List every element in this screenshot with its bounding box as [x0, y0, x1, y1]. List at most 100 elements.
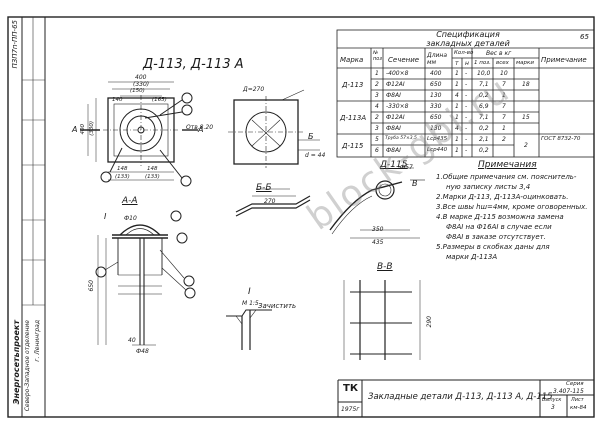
- label-zachistit: Зачистить: [258, 302, 297, 310]
- callout-circle: [180, 175, 192, 187]
- spec-v1: 2,1: [479, 136, 489, 143]
- spec-v1: 7,1: [479, 114, 489, 121]
- hdr-t: т: [455, 60, 459, 67]
- plan-view-d113-right: [228, 89, 320, 168]
- dim-290: 290: [426, 316, 433, 328]
- label-d44: d = 44: [305, 152, 326, 159]
- spec-dlina: 130: [430, 125, 442, 132]
- spec-v1: 7,1: [479, 81, 489, 88]
- section-aa: [97, 224, 187, 346]
- dim-650: 650: [88, 280, 95, 292]
- spec-dlina: 330: [430, 103, 442, 110]
- spec-t: 4: [455, 92, 459, 99]
- hdr-n: н: [465, 60, 469, 67]
- hdr-kol: Кол-во: [454, 50, 474, 56]
- note-line: Ф8АI в заказе отсутствует.: [446, 233, 546, 241]
- dim-435: 435: [372, 239, 384, 246]
- detail-i-title: I: [248, 287, 251, 297]
- dim-330v: (330): [89, 121, 95, 136]
- spec-dlina: Lср435: [427, 136, 448, 142]
- spec-marka-1: Д-113: [342, 81, 364, 89]
- spec-poz: 3: [375, 125, 379, 132]
- marker-a-right: А: [198, 125, 204, 134]
- hdr-dlina: Длина мм: [427, 52, 448, 66]
- section-vv-title: В-В: [377, 262, 393, 272]
- label-cut: Отв.8.20: [186, 124, 214, 131]
- spec-title: Спецификация закладных деталей: [426, 30, 510, 48]
- note-line: 1.Общие примечания см. пояснитель-: [436, 173, 577, 181]
- tb-name: Закладные детали Д-113, Д-113 А, Д-115: [368, 392, 553, 402]
- org-branch: Северо-Западное отделение: [24, 320, 31, 412]
- spec-vall: 7: [502, 81, 506, 88]
- spec-vall: 1: [502, 92, 506, 99]
- detail-i: [226, 309, 272, 350]
- spec-poz: 3: [375, 92, 379, 99]
- spec-vall: 7: [502, 114, 506, 121]
- dim-133b: (133): [145, 174, 160, 180]
- note-line: ную записку листы 3,4: [446, 183, 531, 191]
- notes-list: 1.Общие примечания см. пояснитель- ную з…: [436, 172, 596, 262]
- tb-vypusk: 3: [551, 404, 555, 411]
- tb-seria: 3.407-115: [553, 388, 584, 395]
- spec-n: -: [465, 81, 468, 88]
- dim-270: 270: [264, 198, 276, 205]
- section-bb: [235, 188, 311, 217]
- spec-vm: 15: [522, 114, 530, 121]
- spec-vm: 18: [522, 81, 530, 88]
- detail-i-marker: I: [104, 212, 107, 221]
- spec-marka-3: Д-115: [342, 142, 364, 150]
- tb-list: км-84: [570, 405, 587, 411]
- spec-poz: 6: [375, 147, 379, 154]
- callout-circle: [95, 266, 107, 278]
- tb-list-label: Лист: [571, 397, 584, 403]
- spec-poz: 4: [375, 103, 379, 110]
- dim-phi48: Ф48: [136, 348, 149, 355]
- marker-a: А: [72, 125, 78, 134]
- dim-148a: 148: [117, 166, 128, 172]
- spec-t: 1: [455, 147, 459, 154]
- marker-v: В: [412, 179, 418, 188]
- callout-circle: [181, 92, 193, 104]
- dim-400v: 400: [80, 124, 86, 135]
- spec-n: -: [465, 125, 468, 132]
- hdr-ves: Вес в кг: [486, 50, 512, 57]
- spec-poz: 2: [375, 114, 379, 121]
- drawing-code: ПЗП7п-ПП-65: [11, 20, 19, 69]
- spec-sech: Ф8АI: [386, 125, 401, 132]
- spec-dlina: 400: [430, 70, 442, 77]
- spec-v1: 0,2: [479, 125, 489, 132]
- sheet-frame: [7, 16, 595, 418]
- notes-title: Примечания: [478, 160, 537, 170]
- callout-circle: [183, 275, 195, 287]
- dim-165: (165): [152, 97, 167, 103]
- callout-circle: [176, 232, 188, 244]
- note-line: 4.В марке Д-115 возможна замена: [436, 213, 564, 221]
- tb-tk: ТК: [343, 383, 358, 394]
- spec-sech: Ф8АI: [386, 147, 401, 154]
- section-aa-title: А-А: [122, 196, 138, 206]
- label-phi57: Ф57: [400, 164, 413, 171]
- title-d113: Д-113, Д-113 А: [143, 57, 244, 72]
- spec-t: 1: [455, 81, 459, 88]
- tb-seria-label: Серия: [566, 381, 584, 387]
- hdr-marka: Марка: [340, 56, 364, 64]
- note-line: 5.Размеры в скобках даны для: [436, 243, 550, 251]
- spec-n: -: [465, 136, 468, 143]
- note-line: Ф8АI на Ф16АI в случае если: [446, 223, 552, 231]
- spec-sech: Ф12АI: [386, 114, 405, 121]
- spec-dlina: 650: [430, 114, 442, 121]
- hdr-primech: Примечание: [541, 56, 587, 64]
- dim-400: 400: [135, 74, 147, 81]
- dim-140: 140: [112, 97, 123, 103]
- hdr-marki: марки: [516, 60, 534, 66]
- section-vv: [343, 280, 421, 360]
- plan-view-d113: [80, 81, 198, 181]
- marker-b: Б: [308, 132, 314, 141]
- hdr-sechenie: Сечение: [388, 56, 420, 64]
- spec-vall: 7: [502, 103, 506, 110]
- note-line: 3.Все швы hш=4мм, кроме оговоренных.: [436, 203, 588, 211]
- spec-table-grid: [336, 29, 595, 158]
- note-line: 2.Марки Д-113, Д-113А-оцинковать.: [436, 193, 569, 201]
- spec-dlina: 130: [430, 92, 442, 99]
